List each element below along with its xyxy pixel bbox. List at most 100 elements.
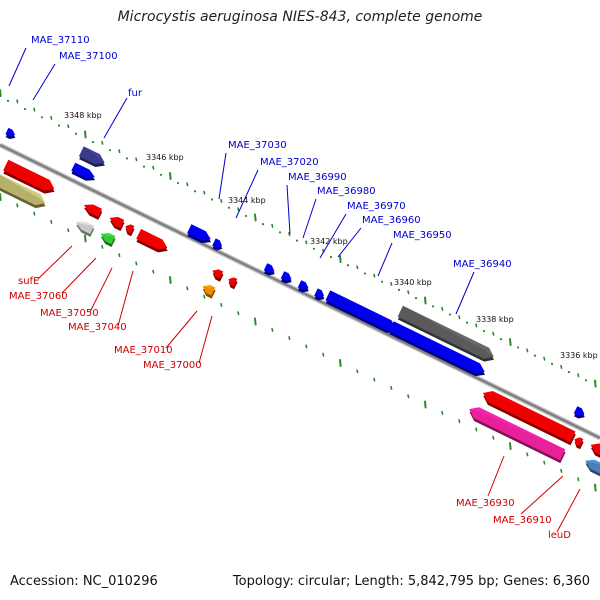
gene-mae-36955[interactable] xyxy=(313,288,327,302)
gene-steel[interactable] xyxy=(582,456,600,479)
gene-label-mae-36990[interactable]: MAE_36990 xyxy=(288,172,347,183)
tick-mark xyxy=(407,290,410,295)
leader-line xyxy=(61,257,97,294)
gene-label-mae-36930[interactable]: MAE_36930 xyxy=(456,498,515,509)
tick-mark xyxy=(254,213,257,222)
tick-dot xyxy=(227,206,231,209)
leader-line xyxy=(89,267,113,313)
tick-mark xyxy=(135,157,138,162)
tick-mark xyxy=(305,240,308,245)
gene-label-mae-37040[interactable]: MAE_37040 xyxy=(68,322,127,333)
gene-mae-36930[interactable] xyxy=(479,388,577,446)
gene-label-leud[interactable]: leuD xyxy=(548,530,571,541)
genome-backbone xyxy=(0,142,600,441)
tick-dot xyxy=(74,132,78,135)
tick-mark xyxy=(441,410,444,415)
leader-line xyxy=(455,271,475,315)
gene-mae-37030[interactable] xyxy=(135,229,171,256)
tick-mark xyxy=(101,244,104,249)
gene-mae-37020[interactable] xyxy=(186,224,214,246)
tick-label: 3340 kbp xyxy=(394,278,432,287)
gene-label-mae-36910[interactable]: MAE_36910 xyxy=(493,515,552,526)
tick-mark xyxy=(526,452,529,457)
gene-mae-36945[interactable] xyxy=(573,406,588,420)
gene-mae-37110[interactable] xyxy=(4,127,18,141)
gene-mae-37060[interactable] xyxy=(81,201,104,220)
gene-label-mae-37100[interactable]: MAE_37100 xyxy=(59,51,118,62)
tick-mark xyxy=(560,468,563,473)
gene-label-mae-37000[interactable]: MAE_37000 xyxy=(143,360,202,371)
tick-label: 3338 kbp xyxy=(476,315,514,324)
tick-mark xyxy=(50,115,53,120)
tick-mark xyxy=(220,302,223,307)
tick-label: 3344 kbp xyxy=(228,196,266,205)
tick-dot xyxy=(159,173,163,176)
gene-label-mae-37030[interactable]: MAE_37030 xyxy=(228,140,287,151)
tick-mark xyxy=(288,232,291,237)
gene-label-mae-37050[interactable]: MAE_37050 xyxy=(40,308,99,319)
gene-label-mae-36940[interactable]: MAE_36940 xyxy=(453,259,512,270)
tick-mark xyxy=(118,149,121,154)
tick-dot xyxy=(499,338,503,341)
tick-mark xyxy=(220,198,223,203)
gene-label-mae-37010[interactable]: MAE_37010 xyxy=(114,345,173,356)
tick-dot xyxy=(516,346,520,349)
label-leaders xyxy=(8,47,581,533)
gene-blue-long[interactable] xyxy=(388,321,489,379)
gene-mae-37010[interactable] xyxy=(210,267,225,282)
gene-sufe-gray[interactable] xyxy=(73,218,96,237)
tick-mark xyxy=(339,255,342,264)
gene-orange[interactable] xyxy=(200,282,217,299)
gene-mae-37000[interactable] xyxy=(226,276,239,290)
gene-mae-36910[interactable] xyxy=(572,436,585,450)
gene-leud[interactable] xyxy=(587,440,600,459)
gene-fur[interactable] xyxy=(78,146,109,170)
tick-mark xyxy=(152,269,155,274)
gene-label-mae-36970[interactable]: MAE_36970 xyxy=(347,201,406,212)
gene-label-mae-37020[interactable]: MAE_37020 xyxy=(260,157,319,168)
tick-mark xyxy=(322,352,325,357)
tick-label: 3342 kbp xyxy=(310,237,348,246)
gene-mae-36960[interactable] xyxy=(297,280,312,294)
gene-mae-37040[interactable] xyxy=(123,223,136,237)
gene-green[interactable] xyxy=(98,230,117,248)
tick-mark xyxy=(271,327,274,332)
tick-mark xyxy=(492,435,495,440)
gene-label-mae-36960[interactable]: MAE_36960 xyxy=(362,215,421,226)
tick-dot xyxy=(210,198,214,201)
tick-mark xyxy=(186,182,189,187)
gene-mae-36990[interactable] xyxy=(211,238,225,252)
gene-mae-36970[interactable] xyxy=(280,271,295,285)
gene-magenta[interactable] xyxy=(466,404,567,464)
gene-label-mae-36950[interactable]: MAE_36950 xyxy=(393,230,452,241)
gene-label-mae-36980[interactable]: MAE_36980 xyxy=(317,186,376,197)
tick-dot xyxy=(244,214,248,218)
gene-label-mae-37110[interactable]: MAE_37110 xyxy=(31,35,90,46)
gene-label-fur[interactable]: fur xyxy=(128,88,143,99)
map-title: Microcystis aeruginosa NIES-843, complet… xyxy=(117,9,483,25)
gene-sufe-block[interactable] xyxy=(2,159,58,197)
tick-dot xyxy=(329,255,333,259)
tick-mark xyxy=(594,379,597,388)
tick-mark xyxy=(577,373,580,378)
gene-olive[interactable] xyxy=(0,173,49,211)
tick-mark xyxy=(271,223,274,228)
gene-mae-37100[interactable] xyxy=(70,162,98,185)
tick-dot xyxy=(23,107,27,111)
leader-line xyxy=(32,63,56,101)
leader-line xyxy=(377,242,393,277)
tick-mark xyxy=(135,261,138,266)
gene-features xyxy=(0,127,600,479)
gene-label-mae-37060[interactable]: MAE_37060 xyxy=(9,291,68,302)
gene-label-sufe[interactable]: sufE xyxy=(18,276,39,287)
gene-mae-36980[interactable] xyxy=(263,263,278,277)
gene-mae-36940[interactable] xyxy=(397,305,498,365)
tick-dot xyxy=(176,181,180,185)
tick-mark xyxy=(16,203,19,208)
tick-dot xyxy=(380,280,384,283)
tick-mark xyxy=(67,124,70,129)
tick-mark xyxy=(305,344,308,349)
gene-mae-37050[interactable] xyxy=(107,214,126,232)
gene-mae-36950[interactable] xyxy=(324,290,400,336)
tick-dot xyxy=(346,264,350,267)
